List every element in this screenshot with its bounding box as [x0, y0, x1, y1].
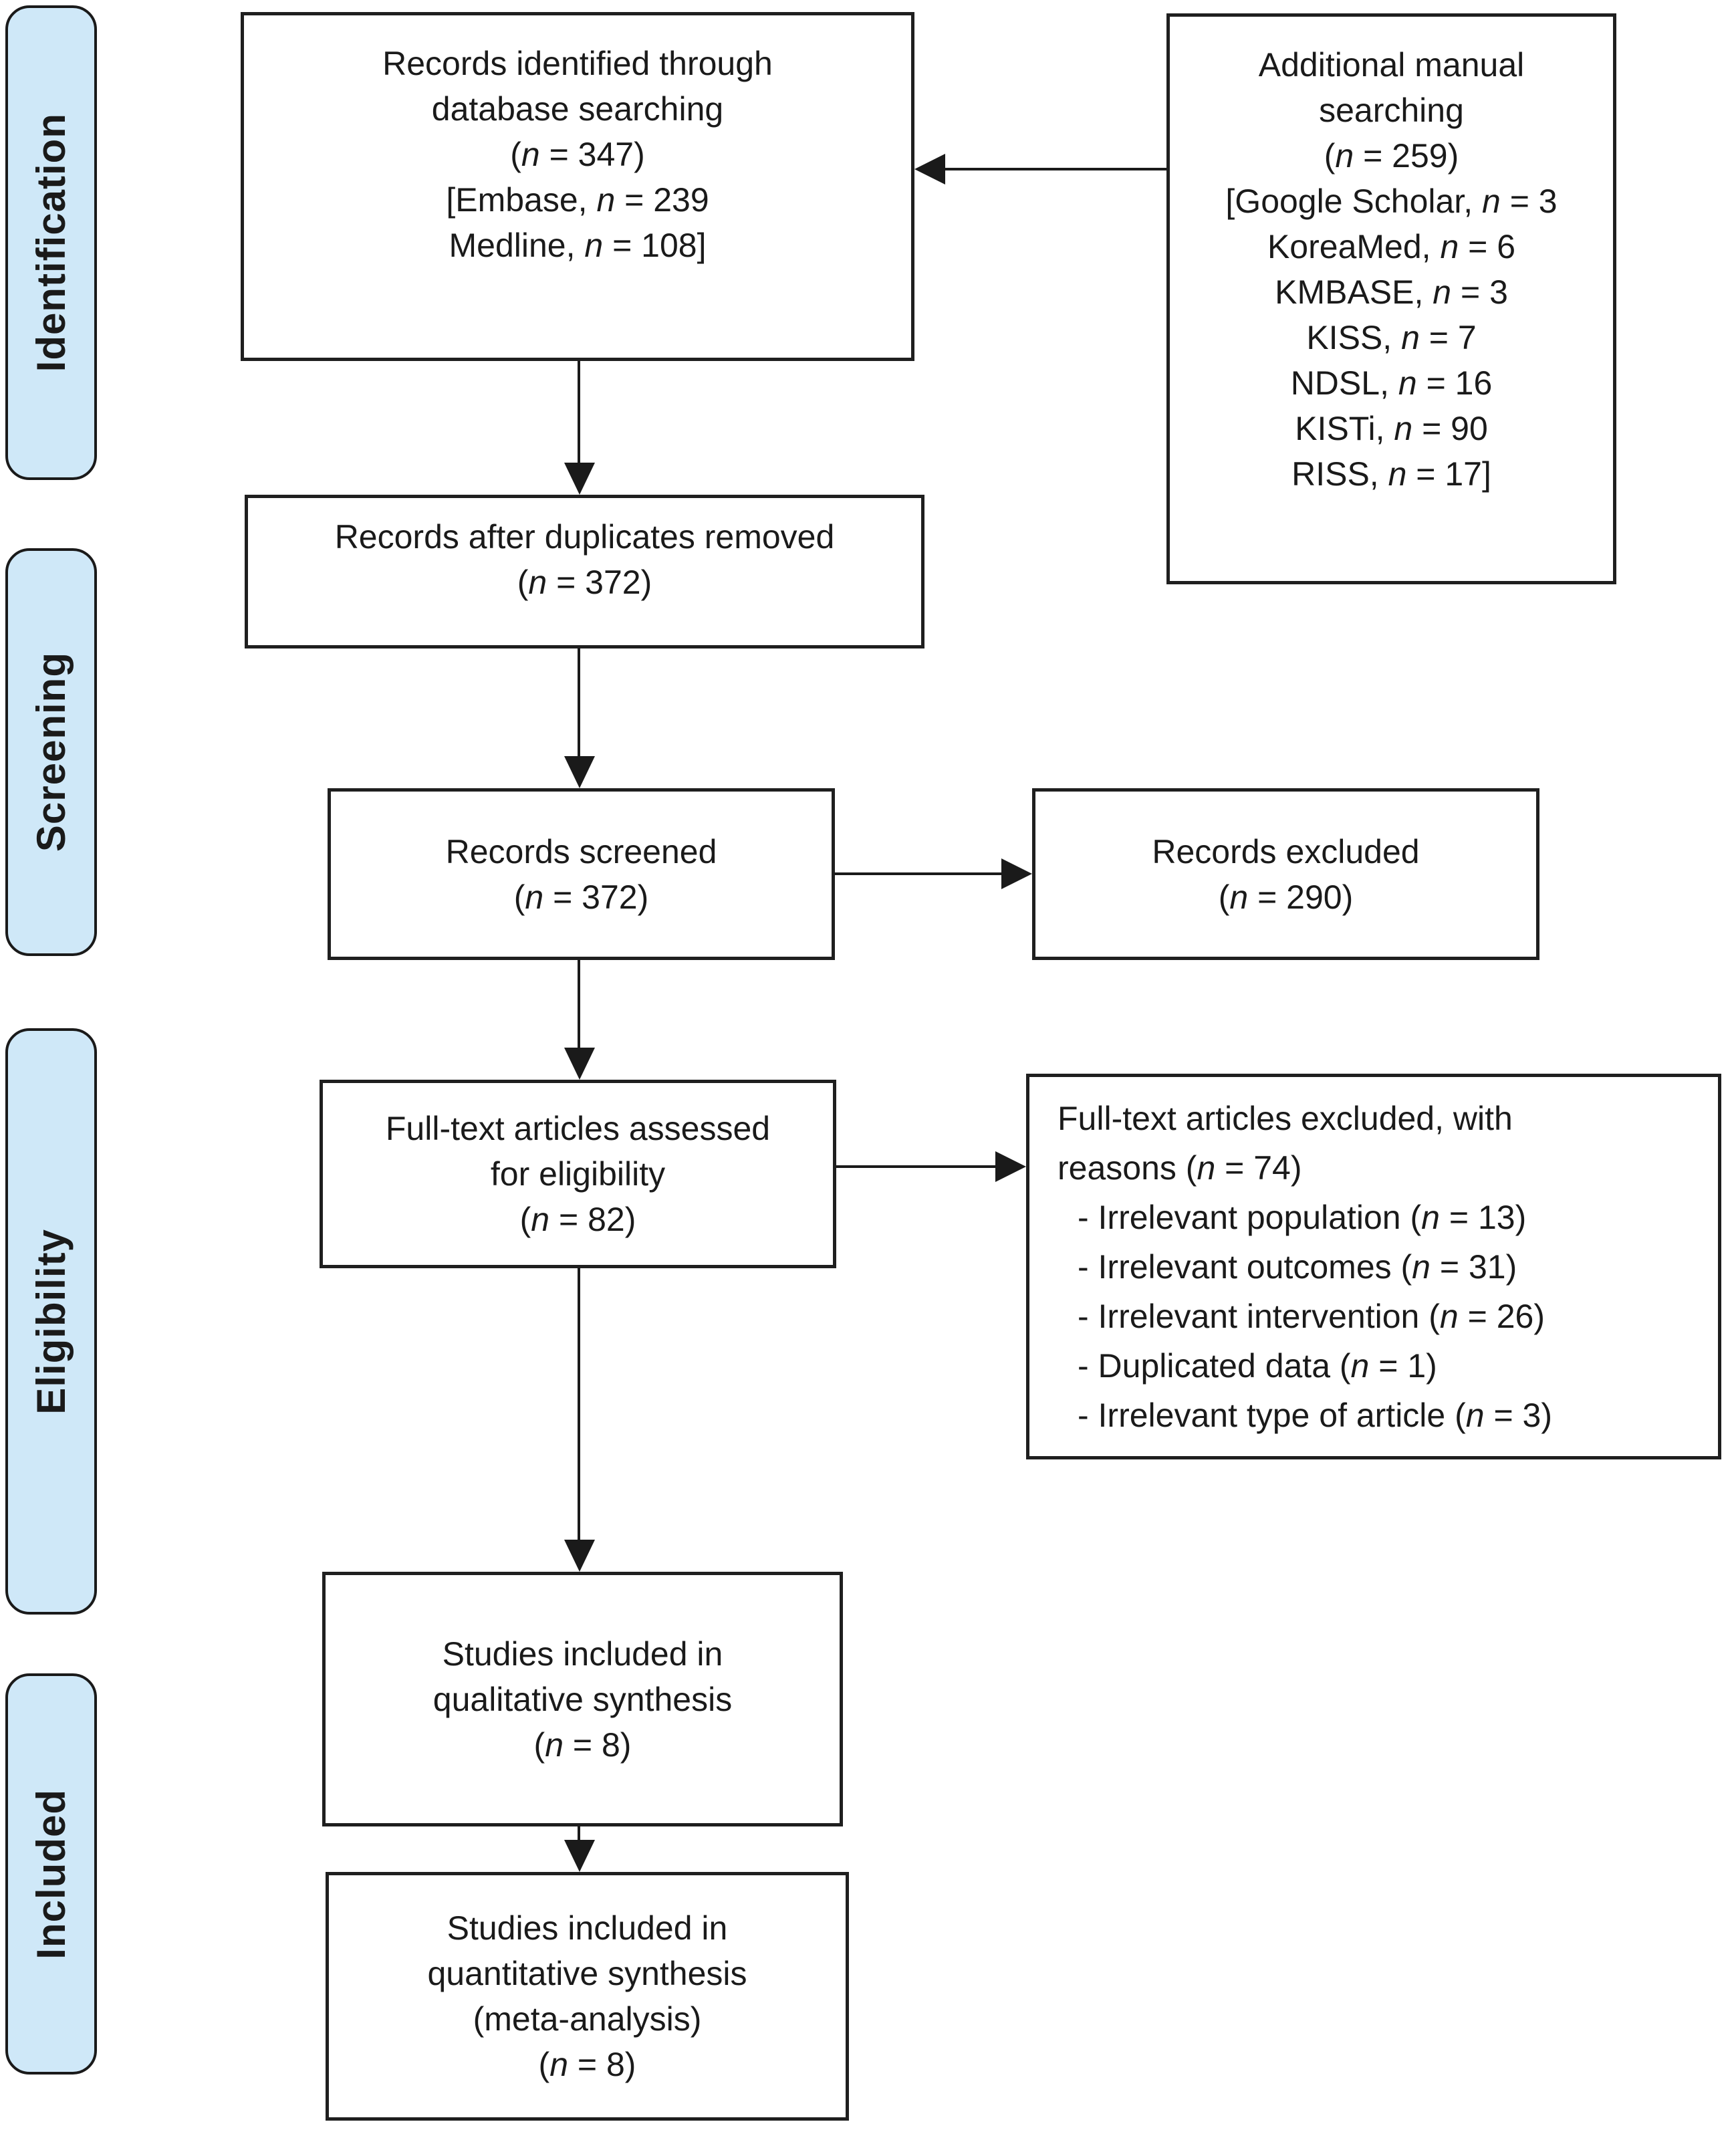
box-fulltext-excluded-line: Full-text articles excluded, with — [1058, 1099, 1513, 1137]
box-records-identified-line: database searching — [431, 90, 724, 128]
box-after-duplicates-line: (n = 372) — [517, 564, 652, 601]
box-records-screened-line: (n = 372) — [513, 878, 649, 916]
box-qualitative-line: qualitative synthesis — [432, 1680, 733, 1718]
box-fulltext-assessed-line: for eligibility — [490, 1155, 666, 1193]
box-quantitative-line: quantitative synthesis — [427, 1955, 747, 1992]
box-quantitative-line: (meta-analysis) — [473, 2000, 702, 2038]
stage-screening-label: Screening — [29, 652, 74, 852]
box-records-identified-line: Medline, n = 108] — [449, 227, 707, 264]
arrow-down-icon — [564, 1840, 595, 1872]
stage-screening: Screening — [5, 548, 97, 956]
stage-included: Included — [5, 1673, 97, 2075]
box-records-excluded-line: Records excluded — [1152, 832, 1420, 870]
box-additional-searching-line: [Google Scholar, n = 3 — [1225, 183, 1558, 220]
box-fulltext-assessed-line: Full-text articles assessed — [385, 1110, 771, 1147]
arrow-left-icon — [914, 154, 945, 185]
box-additional-searching-line: KMBASE, n = 3 — [1275, 273, 1508, 311]
stage-eligibility: Eligibility — [5, 1028, 97, 1615]
box-fulltext-excluded-reason: - Irrelevant outcomes (n = 31) — [1078, 1248, 1517, 1286]
box-records-identified-line: (n = 347) — [510, 136, 645, 173]
box-fulltext-excluded-reason: - Irrelevant population (n = 13) — [1078, 1198, 1527, 1236]
box-additional-searching-line: Additional manual — [1258, 46, 1525, 84]
box-additional-searching-line: RISS, n = 17] — [1291, 455, 1491, 493]
stage-included-label: Included — [29, 1788, 74, 1960]
arrow-assessed-to-qualitative-line — [578, 1268, 580, 1540]
arrow-right-icon — [1001, 858, 1032, 889]
box-quantitative-line: (n = 8) — [538, 2046, 636, 2083]
box-records-screened: Records screened (n = 372) — [328, 788, 835, 960]
arrow-right-icon — [995, 1151, 1026, 1182]
box-records-after-duplicates-removed: Records after duplicates removed (n = 37… — [245, 495, 924, 648]
box-additional-searching-line: NDSL, n = 16 — [1290, 364, 1493, 402]
box-qualitative-synthesis: Studies included in qualitative synthesi… — [322, 1572, 843, 1826]
arrow-screened-to-assessed-line — [578, 960, 580, 1048]
arrow-manual-to-identified-line — [943, 168, 1166, 170]
box-quantitative-synthesis: Studies included in quantitative synthes… — [326, 1872, 849, 2121]
box-fulltext-excluded-reason: - Duplicated data (n = 1) — [1078, 1346, 1437, 1385]
box-additional-searching-line: KISS, n = 7 — [1306, 319, 1477, 356]
box-fulltext-excluded-reason: - Irrelevant type of article (n = 3) — [1078, 1396, 1553, 1434]
box-additional-manual-searching: Additional manual searching (n = 259) [G… — [1166, 13, 1616, 584]
box-records-screened-line: Records screened — [445, 832, 717, 870]
box-records-excluded-line: (n = 290) — [1218, 878, 1354, 916]
box-records-excluded: Records excluded (n = 290) — [1032, 788, 1539, 960]
arrow-down-icon — [564, 756, 595, 788]
box-records-identified: Records identified through database sear… — [241, 12, 914, 361]
box-additional-searching-line: searching — [1319, 92, 1464, 129]
arrow-screened-to-excluded-line — [835, 872, 1001, 875]
arrow-assessed-to-excluded-line — [836, 1165, 995, 1168]
box-after-duplicates-line: Records after duplicates removed — [334, 518, 835, 556]
box-fulltext-articles-excluded: Full-text articles excluded, with reason… — [1026, 1074, 1721, 1459]
box-fulltext-excluded-line: reasons (n = 74) — [1058, 1149, 1302, 1187]
arrow-identified-to-duplicates-line — [578, 361, 580, 463]
stage-identification: Identification — [5, 5, 97, 480]
box-qualitative-line: Studies included in — [442, 1635, 723, 1673]
arrow-down-icon — [564, 1540, 595, 1572]
box-quantitative-line: Studies included in — [447, 1909, 728, 1947]
arrow-duplicates-to-screened-line — [578, 648, 580, 756]
stage-eligibility-label: Eligibility — [29, 1228, 74, 1415]
arrow-down-icon — [564, 1048, 595, 1080]
box-additional-searching-line: (n = 259) — [1324, 137, 1459, 174]
arrow-qualitative-to-quantitative-line — [578, 1826, 580, 1840]
box-additional-searching-line: KISTi, n = 90 — [1295, 410, 1488, 447]
arrow-down-icon — [564, 463, 595, 495]
box-fulltext-excluded-reason: - Irrelevant intervention (n = 26) — [1078, 1297, 1545, 1335]
box-records-identified-line: Records identified through — [382, 45, 773, 82]
box-records-identified-line: [Embase, n = 239 — [446, 181, 709, 219]
box-qualitative-line: (n = 8) — [533, 1726, 632, 1764]
stage-identification-label: Identification — [29, 113, 74, 372]
box-fulltext-assessed-line: (n = 82) — [519, 1201, 636, 1238]
box-fulltext-articles-assessed: Full-text articles assessed for eligibil… — [320, 1080, 836, 1268]
box-additional-searching-line: KoreaMed, n = 6 — [1267, 228, 1516, 265]
